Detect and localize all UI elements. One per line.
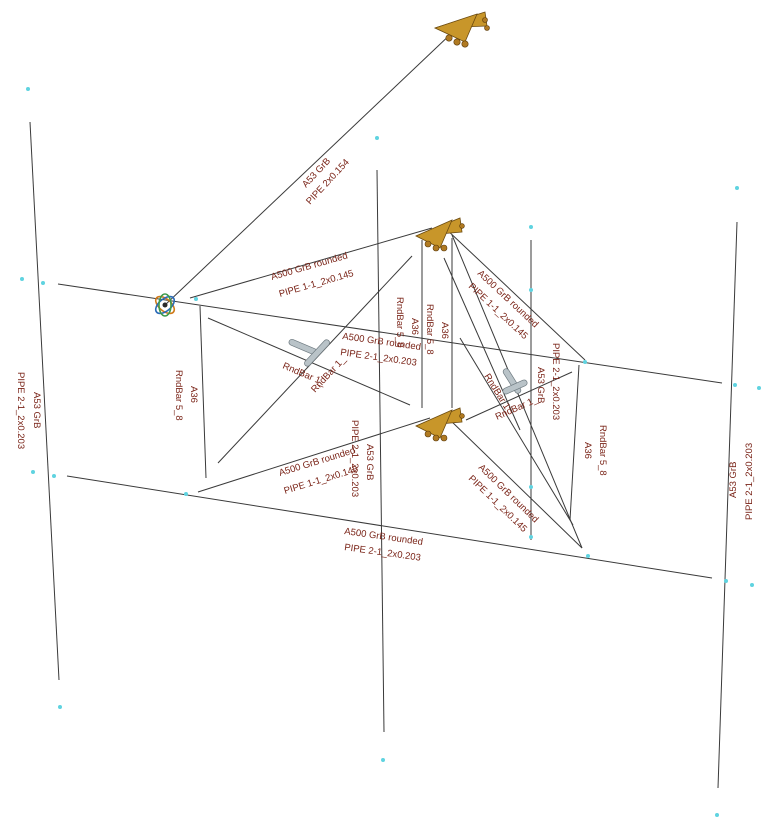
label-right-post-section: PIPE 2-1_2x0.203	[744, 443, 755, 520]
label-rod-left-material: A36	[188, 386, 199, 403]
support-top-pin-2	[453, 38, 461, 46]
node[interactable]	[31, 470, 35, 474]
member-left-post[interactable]	[29, 121, 60, 681]
turnbuckles	[288, 338, 528, 395]
node[interactable]	[757, 386, 761, 390]
member-cross-right-2[interactable]	[465, 371, 573, 421]
label-center-post-material: A53 GrB	[364, 444, 375, 480]
node[interactable]	[52, 474, 56, 478]
members	[29, 29, 738, 789]
member-upper-left-diag[interactable]	[189, 227, 433, 299]
node[interactable]	[58, 705, 62, 709]
support-lower-pin-3	[440, 434, 448, 442]
node[interactable]	[20, 277, 24, 281]
node[interactable]	[735, 186, 739, 190]
hinge-ring-blue	[154, 295, 176, 315]
hinge-ring-orange	[154, 295, 176, 315]
member-bottom-beam[interactable]	[66, 475, 713, 579]
node[interactable]	[733, 383, 737, 387]
label-left-post-section: PIPE 2-1_2x0.203	[15, 372, 26, 449]
node[interactable]	[715, 813, 719, 817]
hinge-center	[162, 302, 168, 308]
label-rod-center-section-b: RndBar 5_8	[424, 304, 435, 355]
support-upper-pin-1	[424, 240, 432, 248]
node[interactable]	[529, 288, 533, 292]
support-upper[interactable]	[415, 217, 465, 252]
support-top[interactable]	[433, 11, 490, 48]
member-lower-right-diag[interactable]	[447, 417, 583, 549]
label-rod-left-section: RndBar 5_8	[173, 370, 184, 421]
support-upper-triangle-2	[415, 219, 453, 249]
node[interactable]	[583, 360, 587, 364]
member-rod-right[interactable]	[569, 364, 580, 521]
support-upper-pin-2	[432, 244, 440, 252]
support-lower-pin-2	[432, 434, 440, 442]
support-top-pin-5	[484, 25, 490, 31]
hinge-joint-icon[interactable]	[153, 293, 178, 317]
label-left-post-material: A53 GrB	[31, 392, 42, 428]
node[interactable]	[750, 583, 754, 587]
support-top-pin-4	[482, 17, 488, 23]
member-rod-left[interactable]	[199, 305, 207, 479]
node[interactable]	[26, 87, 30, 91]
node[interactable]	[586, 554, 590, 558]
support-top-triangle-2	[433, 13, 478, 43]
label-right-post-material: A53 GrB	[728, 462, 739, 498]
support-lower[interactable]	[415, 407, 465, 442]
label-rod-right-material: A36	[582, 442, 593, 459]
labels: A53 GrB PIPE 2x0.154 A500 GrB rounded PI…	[15, 156, 755, 564]
turnbuckle-right-2[interactable]	[502, 379, 528, 395]
turnbuckle-left-2[interactable]	[303, 339, 331, 368]
label-inner-right-post-material: A53 GrB	[535, 367, 546, 403]
node[interactable]	[529, 225, 533, 229]
member-top-diagonal[interactable]	[164, 29, 456, 306]
label-inner-right-post-section: PIPE 2-1_2x0.203	[550, 343, 561, 420]
label-rod-center-material-b: A36	[439, 322, 450, 339]
label-rod-center-section-a: RndBar 5_8	[394, 297, 405, 348]
support-lower-pin-1	[424, 430, 432, 438]
member-upper-right-diag[interactable]	[444, 227, 586, 361]
node[interactable]	[184, 492, 188, 496]
member-rod-upper-short[interactable]	[443, 257, 521, 431]
support-upper-pin-3	[440, 244, 448, 252]
hinge-ring-green	[158, 293, 172, 317]
label-rod-center-material-a: A36	[409, 318, 420, 335]
support-top-pin-3	[461, 40, 469, 48]
node[interactable]	[41, 281, 45, 285]
node[interactable]	[529, 535, 533, 539]
support-top-pin-1	[445, 34, 453, 42]
node[interactable]	[194, 297, 198, 301]
member-right-post[interactable]	[717, 221, 738, 789]
label-rod-right-section: RndBar 5_8	[597, 425, 608, 476]
member-lower-left-diag[interactable]	[197, 417, 431, 493]
label-center-post-section: PIPE 2-1_2x0.203	[349, 420, 360, 497]
node[interactable]	[724, 579, 728, 583]
node[interactable]	[375, 136, 379, 140]
member-center-post[interactable]	[376, 169, 385, 733]
nodes	[20, 87, 761, 817]
support-lower-triangle-2	[415, 409, 453, 439]
node[interactable]	[529, 485, 533, 489]
support-upper-pin-4	[459, 223, 465, 229]
node[interactable]	[381, 758, 385, 762]
member-cross-right-1[interactable]	[459, 337, 574, 526]
support-lower-pin-4	[459, 413, 465, 419]
member-upper-beam[interactable]	[57, 283, 723, 384]
